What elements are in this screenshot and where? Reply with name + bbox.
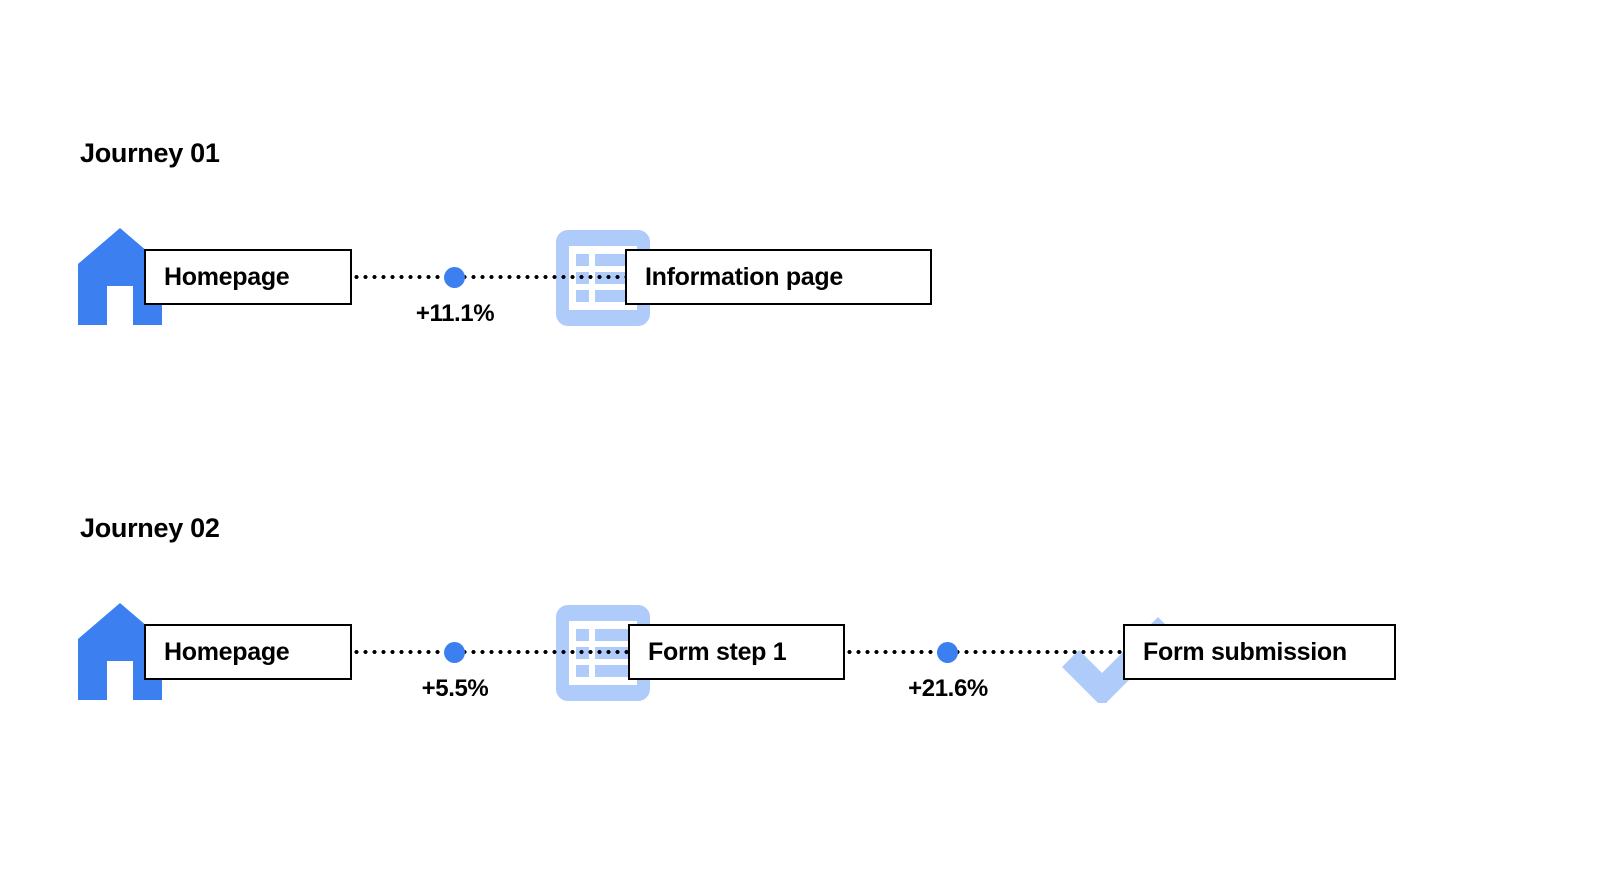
- house-icon: [78, 603, 162, 700]
- node-box-information-page-01[interactable]: Information page: [625, 249, 932, 305]
- journey-title-01: Journey 01: [80, 138, 220, 168]
- journey-flow-row-02: Homepage +5.5% Form s: [0, 603, 1601, 703]
- node-label-homepage-01: Homepage: [164, 262, 290, 291]
- node-label-homepage-02: Homepage: [164, 637, 290, 666]
- transition-dot-02-1[interactable]: [444, 642, 465, 663]
- transition-delta-02-1: +5.5%: [421, 675, 489, 702]
- journey-flow-row-01: Homepage +11.1% Infor: [0, 228, 1601, 328]
- connector-line-01-1: [352, 275, 634, 279]
- node-box-homepage-02[interactable]: Homepage: [144, 624, 352, 680]
- transition-dot-02-2[interactable]: [937, 642, 958, 663]
- transition-delta-02-2: +21.6%: [908, 675, 988, 702]
- journey-title-02: Journey 02: [80, 513, 220, 543]
- node-label-form-step-1-02: Form step 1: [648, 637, 787, 666]
- transition-dot-01-1[interactable]: [444, 267, 465, 288]
- connector-line-02-2: [845, 650, 1130, 654]
- transition-delta-01-1: +11.1%: [415, 300, 495, 327]
- node-label-information-page-01: Information page: [645, 262, 843, 291]
- node-label-form-submission-02: Form submission: [1143, 637, 1347, 666]
- node-icon-wrap-02-1: [78, 603, 174, 703]
- node-box-form-step-1-02[interactable]: Form step 1: [628, 624, 845, 680]
- connector-line-02-1: [352, 650, 634, 654]
- node-box-form-submission-02[interactable]: Form submission: [1123, 624, 1396, 680]
- node-icon-wrap-01-1: [78, 228, 174, 328]
- node-box-homepage-01[interactable]: Homepage: [144, 249, 352, 305]
- house-icon: [78, 228, 162, 325]
